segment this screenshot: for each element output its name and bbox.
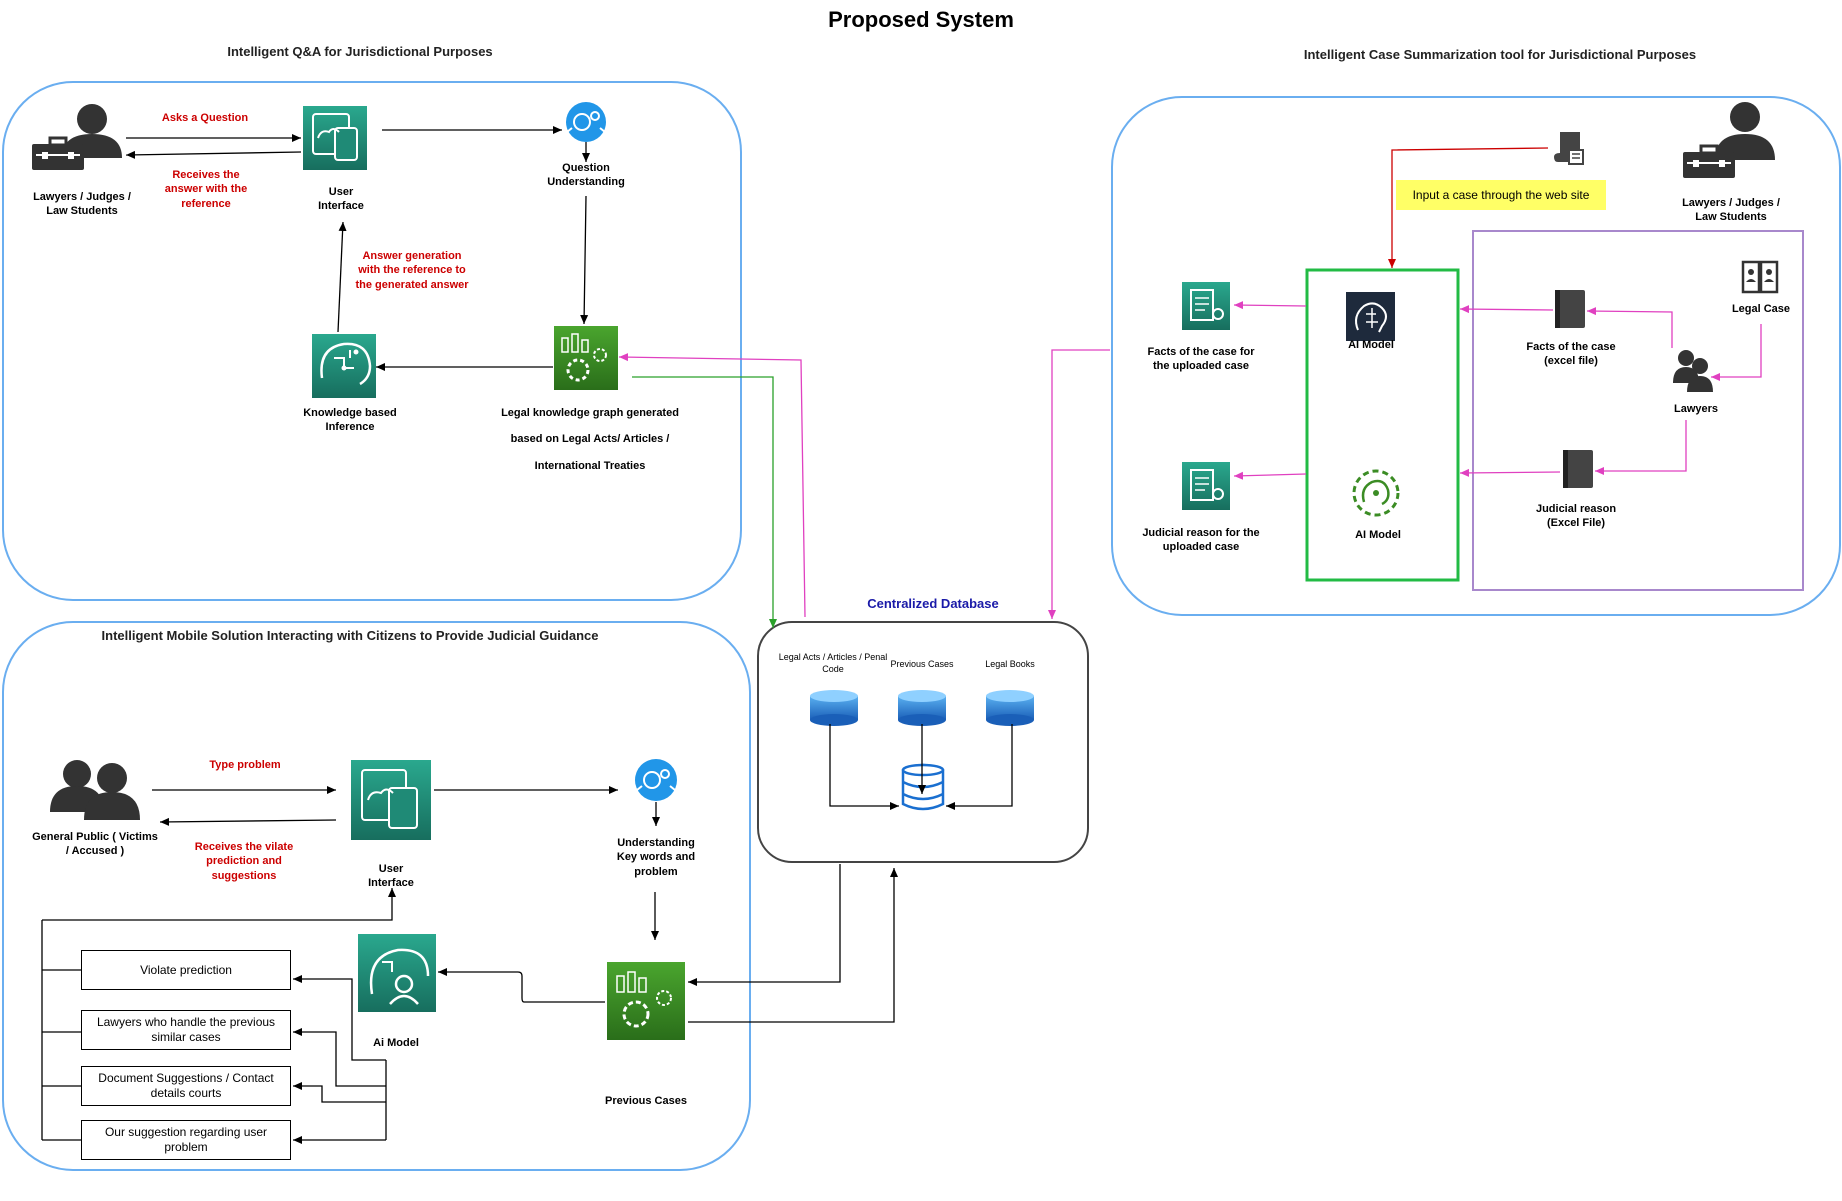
question-understanding-label: Question Understanding	[547, 162, 625, 189]
legal-case-book-icon	[1741, 260, 1779, 294]
document-suggestions-box: Document Suggestions / Contact details c…	[81, 1066, 291, 1106]
input-case-highlight: Input a case through the web site	[1396, 180, 1606, 210]
qa-section-title: Intelligent Q&A for Jurisdictional Purpo…	[227, 44, 493, 59]
receives-prediction-label: Receives the vilate prediction and sugge…	[194, 841, 294, 882]
central-database-icon	[901, 763, 945, 811]
reason-book-icon	[1563, 450, 1593, 488]
database-panel	[757, 621, 1089, 863]
document-scroll-icon	[1554, 132, 1584, 165]
mobile-ai-model-icon	[358, 934, 436, 1012]
facts-file-label: Facts of the case (excel file)	[1526, 341, 1616, 368]
our-suggestion-box: Our suggestion regarding user problem	[81, 1120, 291, 1160]
mobile-user-interface-icon	[351, 760, 431, 840]
question-understanding-icon	[566, 102, 606, 142]
knowledge-graph-label-1: Legal knowledge graph generated	[501, 407, 679, 419]
ai-model-2-label: AI Model	[1355, 529, 1401, 541]
understanding-keywords-label: Understanding Key words and problem	[616, 837, 696, 878]
page-title: Proposed System	[828, 7, 1014, 32]
database-books-icon	[986, 690, 1034, 726]
previous-cases-graph-icon	[607, 962, 685, 1040]
knowledge-graph-label-2: based on Legal Acts/ Articles /	[510, 433, 670, 445]
facts-book-icon	[1555, 290, 1585, 328]
receives-answer-label: Receives the answer with the reference	[164, 169, 248, 210]
mobile-ui-label: User Interface	[368, 863, 414, 890]
lawyers-label: Lawyers	[1673, 403, 1719, 415]
knowledge-graph-icon	[554, 326, 618, 390]
person-briefcase-icon	[32, 104, 122, 170]
summ-users-label: Lawyers / Judges / Law Students	[1682, 197, 1780, 224]
lawyers-previous-cases-box: Lawyers who handle the previous similar …	[81, 1010, 291, 1050]
ai-models-box	[1305, 268, 1460, 582]
keyword-understanding-icon	[635, 759, 677, 801]
person-briefcase-icon-right	[1683, 102, 1775, 178]
previous-cases-label: Previous Cases	[605, 1095, 687, 1107]
qa-panel	[2, 81, 742, 601]
lawyers-group-icon	[1673, 350, 1713, 392]
qa-user-interface-icon	[303, 106, 367, 170]
asks-question-label: Asks a Question	[161, 112, 249, 124]
knowledge-inference-label: Knowledge based Inference	[303, 407, 397, 434]
db-previous-label: Previous Cases	[890, 659, 954, 669]
legal-case-label: Legal Case	[1731, 303, 1791, 315]
reason-file-label: Judicial reason (Excel File)	[1535, 503, 1617, 530]
knowledge-graph-label-3: International Treaties	[534, 460, 646, 472]
facts-document-icon	[1182, 282, 1230, 330]
db-acts-label: Legal Acts / Articles / Penal Code	[778, 652, 888, 674]
mobile-panel	[2, 621, 751, 1171]
violate-prediction-box: Violate prediction	[81, 950, 291, 990]
reason-output-label: Judicial reason for the uploaded case	[1142, 527, 1260, 554]
summarization-panel	[1111, 96, 1841, 616]
ai-model-1-label: AI Model	[1348, 339, 1394, 351]
database-acts-icon	[810, 690, 858, 726]
summarization-section-title: Intelligent Case Summarization tool for …	[1303, 47, 1697, 62]
mobile-section-title: Intelligent Mobile Solution Interacting …	[101, 628, 599, 643]
facts-output-label: Facts of the case for the uploaded case	[1147, 346, 1255, 373]
mobile-ai-label: Ai Model	[373, 1037, 419, 1049]
general-public-icon	[50, 760, 140, 820]
lawyer-inputs-box	[1472, 230, 1804, 591]
database-previous-icon	[898, 690, 946, 726]
answer-generation-label: Answer generation with the reference to …	[355, 250, 469, 291]
ai-model-brain-icon	[1346, 292, 1395, 341]
reason-document-icon	[1182, 462, 1230, 510]
qa-users-label: Lawyers / Judges / Law Students	[33, 191, 131, 218]
db-books-label: Legal Books	[985, 659, 1035, 669]
qa-ui-label: User Interface	[318, 186, 364, 213]
knowledge-inference-icon	[312, 334, 376, 398]
general-public-label: General Public ( Victims / Accused )	[32, 831, 158, 858]
database-section-title: Centralized Database	[867, 596, 999, 611]
ai-model-circuit-icon	[1352, 469, 1400, 517]
type-problem-label: Type problem	[209, 759, 281, 771]
